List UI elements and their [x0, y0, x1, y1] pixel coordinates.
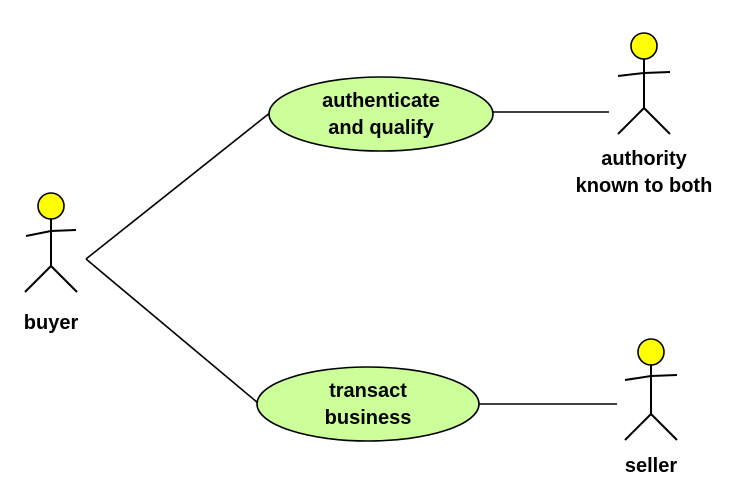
actor-label: buyer: [24, 312, 79, 334]
use-case-transact-business: transact business: [256, 366, 480, 442]
use-case-label-line2: and qualify: [328, 117, 434, 139]
use-case-label-line1: transact: [329, 380, 407, 402]
actor-head: [637, 338, 665, 366]
stick-figure-icon: [617, 32, 671, 135]
use-case-authenticate-and-qualify: authenticate and qualify: [268, 76, 494, 152]
actor-buyer: buyer: [24, 192, 79, 334]
actor-head: [37, 192, 65, 220]
use-case-ellipse: [268, 76, 494, 152]
stick-figure-icon: [624, 338, 678, 441]
use-case-label-line1: authenticate: [322, 90, 440, 112]
actor-label: seller: [625, 455, 677, 477]
association-buyer-transact: [85, 258, 259, 404]
stick-figure-icon: [24, 192, 78, 293]
actor-seller: seller: [624, 338, 678, 477]
association-buyer-authenticate: [85, 111, 272, 260]
actor-authority-known-to-both: authority known to both: [576, 32, 713, 197]
actor-label-line1: authority: [601, 148, 687, 170]
use-case-label-line2: business: [325, 407, 412, 429]
actor-head: [630, 32, 658, 60]
actor-label-line2: known to both: [576, 175, 713, 197]
use-case-ellipse: [256, 366, 480, 442]
